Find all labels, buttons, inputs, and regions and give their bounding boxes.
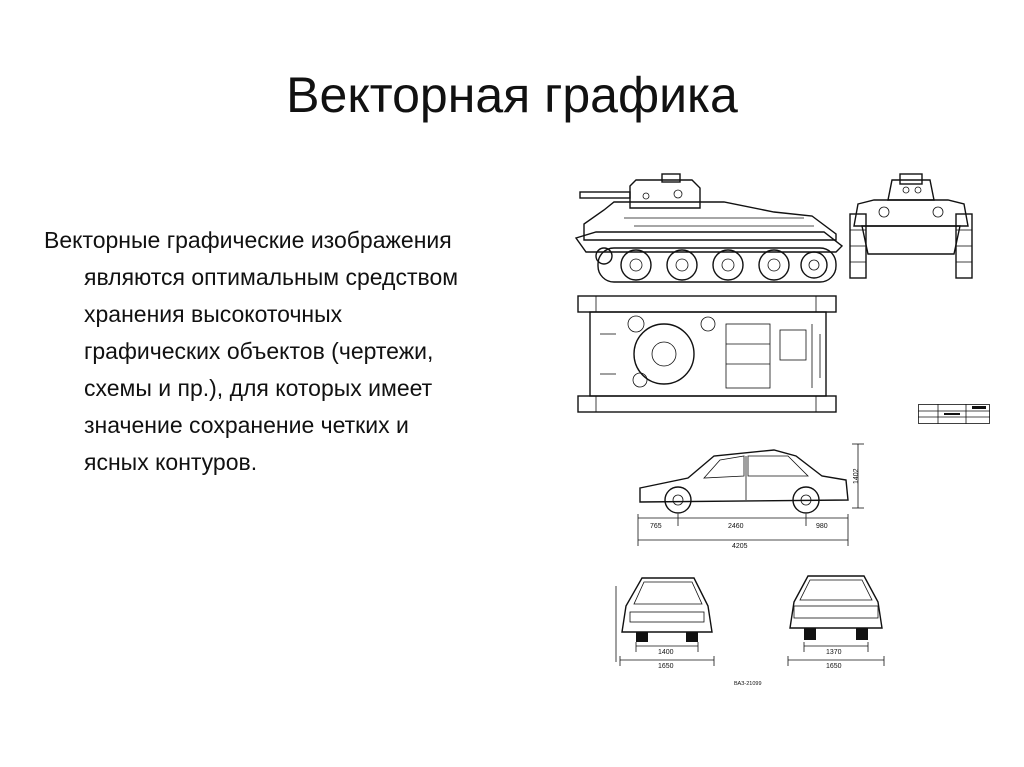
car-height-dimension: 1402 [853, 468, 860, 484]
car-rear-width-dimension: 1650 [826, 663, 842, 670]
car-side-view-drawing: 1402 765 2460 980 4205 [628, 438, 868, 556]
car-front-view-drawing: 1400 1650 [612, 566, 722, 678]
car-rear-view-drawing: 1370 1650 [780, 566, 892, 678]
car-wheelbase-dimension: 2460 [728, 523, 744, 530]
car-length-dimension: 4205 [732, 543, 748, 550]
car-front-overhang-dimension: 765 [650, 523, 662, 530]
car-model-label: ВАЗ-21099 [732, 678, 782, 688]
tank-top-view-drawing [576, 294, 838, 414]
car-model-text: ВАЗ-21099 [734, 681, 762, 687]
tank-front-view-drawing [848, 170, 974, 282]
car-front-track-dimension: 1400 [658, 649, 674, 656]
car-front-width-dimension: 1650 [658, 663, 674, 670]
body-paragraph: Векторные графические изображения являют… [44, 227, 459, 475]
body-text: Векторные графические изображения являют… [44, 222, 464, 481]
tank-side-view-drawing [574, 172, 844, 290]
car-rear-overhang-dimension: 980 [816, 523, 828, 530]
car-rear-track-dimension: 1370 [826, 649, 842, 656]
drawing-title-block [918, 404, 990, 424]
slide-title: Векторная графика [286, 67, 738, 123]
